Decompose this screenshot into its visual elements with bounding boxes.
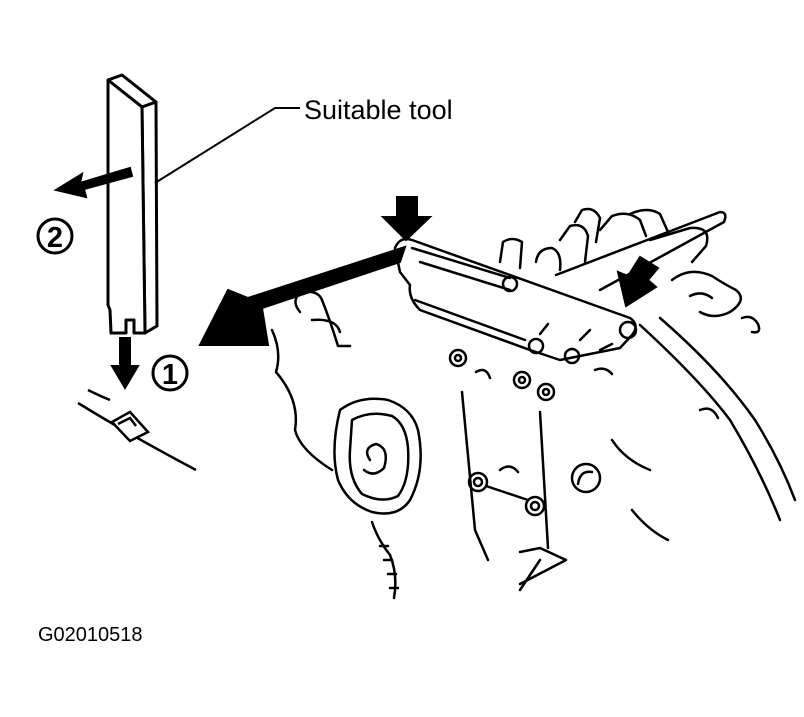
tool-label: Suitable tool bbox=[304, 95, 453, 125]
step-2-number: 2 bbox=[47, 222, 63, 254]
tool-leader-line bbox=[154, 107, 300, 184]
clip-location-arrow-right bbox=[616, 255, 660, 308]
step-2-arrow bbox=[53, 166, 134, 199]
transmission-housing-drawing bbox=[270, 207, 797, 600]
step-1-number: 1 bbox=[162, 359, 178, 391]
suitable-tool-drawing bbox=[106, 73, 159, 335]
housing-slot-detail bbox=[77, 388, 197, 472]
figure-id: G02010518 bbox=[38, 624, 143, 646]
step-1-arrow bbox=[110, 337, 140, 390]
step-1-marker: 1 bbox=[151, 354, 189, 392]
clip-location-arrow-left bbox=[380, 196, 433, 242]
step-2-marker: 2 bbox=[36, 217, 74, 255]
removal-direction-arrow bbox=[198, 245, 407, 346]
